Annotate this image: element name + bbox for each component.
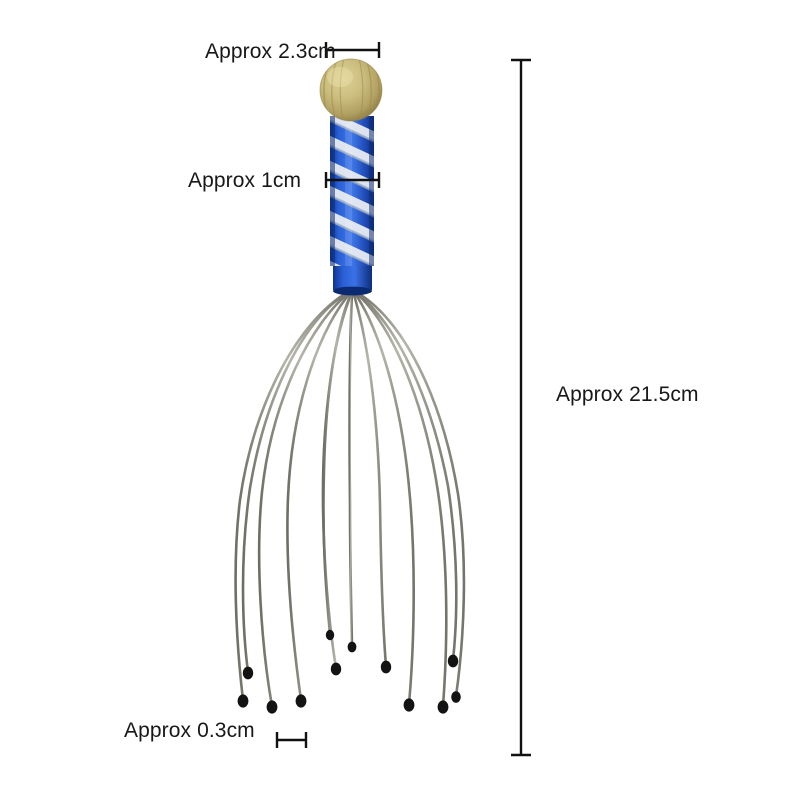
wire-tips bbox=[237, 629, 461, 714]
dimension-rule-tip-width bbox=[275, 732, 308, 748]
dimension-label-head-width: Approx 2.3cm bbox=[205, 40, 336, 63]
dimension-label-handle-width: Approx 1cm bbox=[188, 169, 302, 192]
dimension-label-tip-width: Approx 0.3cm bbox=[124, 719, 255, 742]
wooden-ball-knob bbox=[319, 58, 383, 122]
spiral-handle bbox=[330, 116, 374, 266]
dimension-rule-handle-width bbox=[324, 172, 381, 188]
dimension-label-total-length: Approx 21.5cm bbox=[556, 383, 699, 406]
wire-cage bbox=[234, 290, 466, 708]
dimension-rule-total-length bbox=[511, 58, 531, 757]
dimension-rule-head-width bbox=[324, 42, 381, 58]
handle-spiral-stripes bbox=[330, 116, 374, 266]
